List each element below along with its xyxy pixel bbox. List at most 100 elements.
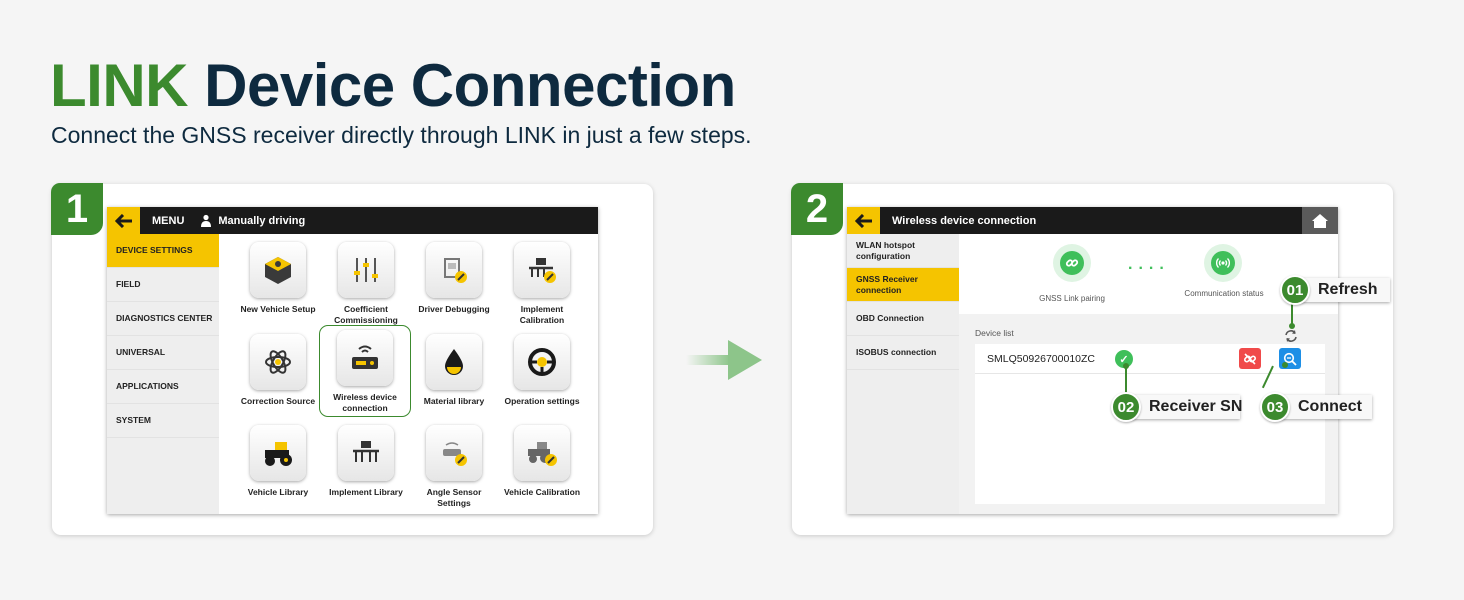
sidebar-item-field[interactable]: FIELD bbox=[107, 268, 219, 302]
leader-dot bbox=[1122, 363, 1129, 369]
tile-label: Vehicle Library bbox=[247, 487, 309, 497]
sidebar-item-wlan-hotspot[interactable]: WLAN hotspot configuration bbox=[847, 234, 959, 268]
tile-coefficient-commissioning[interactable]: Coefficient Commissioning bbox=[322, 237, 410, 327]
person-icon bbox=[201, 214, 212, 227]
screen-title: Wireless device connection bbox=[892, 214, 1037, 227]
check-icon: ✓ bbox=[1115, 350, 1133, 368]
tile-label: New Vehicle Setup bbox=[240, 304, 316, 314]
leader-line bbox=[1291, 299, 1293, 326]
tile-label: Material library bbox=[423, 396, 485, 406]
sidebar-item-applications[interactable]: APPLICATIONS bbox=[107, 370, 219, 404]
sidebar-item-diagnostics-center[interactable]: DIAGNOSTICS CENTER bbox=[107, 302, 219, 336]
callout-text: Refresh bbox=[1318, 281, 1378, 298]
tile-operation-settings[interactable]: Operation settings bbox=[498, 329, 586, 419]
implement-icon bbox=[338, 425, 394, 481]
connection-sidebar: WLAN hotspot configuration GNSS Receiver… bbox=[847, 234, 959, 514]
tile-vehicle-library[interactable]: Vehicle Library bbox=[234, 420, 322, 510]
driving-mode: Manually driving bbox=[200, 214, 305, 227]
sidebar-item-device-settings[interactable]: DEVICE SETTINGS bbox=[107, 234, 219, 268]
sidebar-item-isobus-connection[interactable]: ISOBUS connection bbox=[847, 336, 959, 370]
menu-screen: MENU Manually driving DEVICE SETTINGS FI… bbox=[107, 207, 598, 514]
router-icon bbox=[337, 330, 393, 386]
top-bar: MENU Manually driving bbox=[107, 207, 598, 234]
wireless-connection-screen: Wireless device connection WLAN hotspot … bbox=[847, 207, 1338, 514]
top-bar: Wireless device connection bbox=[847, 207, 1338, 234]
device-list: SMLQ50926700010ZC ✓ bbox=[975, 344, 1325, 504]
connection-main: GNSS Link pairing .... Communication sta… bbox=[959, 234, 1338, 514]
page-subtitle: Connect the GNSS receiver directly throu… bbox=[51, 122, 752, 148]
tile-wireless-device-connection[interactable]: Wireless device connection bbox=[319, 325, 411, 417]
gnss-link-status bbox=[1053, 244, 1091, 282]
tile-angle-sensor-settings[interactable]: Angle Sensor Settings bbox=[410, 420, 498, 510]
tile-label: Implement Calibration bbox=[519, 304, 565, 325]
leader-line bbox=[1125, 365, 1127, 395]
arrow-left-icon bbox=[114, 213, 132, 228]
tile-label: Correction Source bbox=[240, 396, 316, 406]
tile-vehicle-calibration[interactable]: Vehicle Calibration bbox=[498, 420, 586, 510]
tile-material-library[interactable]: Material library bbox=[410, 329, 498, 419]
settings-grid: New Vehicle Setup Coefficient Commission… bbox=[219, 234, 598, 514]
tractor-icon bbox=[250, 425, 306, 481]
callout-text: Connect bbox=[1298, 398, 1362, 415]
leader-dot bbox=[1282, 362, 1288, 368]
gnss-link-pairing-label: GNSS Link pairing bbox=[1039, 294, 1105, 303]
refresh-icon[interactable] bbox=[1284, 329, 1298, 343]
vehicle-calibration-icon bbox=[514, 425, 570, 481]
settings-sidebar: DEVICE SETTINGS FIELD DIAGNOSTICS CENTER… bbox=[107, 234, 219, 514]
tile-driver-debugging[interactable]: Driver Debugging bbox=[410, 237, 498, 327]
menu-label[interactable]: MENU bbox=[152, 214, 185, 227]
receiver-sn: SMLQ50926700010ZC bbox=[987, 353, 1095, 365]
tile-implement-calibration[interactable]: Implement Calibration bbox=[498, 237, 586, 327]
tile-label: Coefficient Commissioning bbox=[334, 304, 398, 325]
vehicle-setup-icon bbox=[250, 242, 306, 298]
steering-wheel-icon bbox=[514, 334, 570, 390]
callout-number: 01 bbox=[1280, 275, 1310, 305]
atom-icon bbox=[250, 334, 306, 390]
step-1-card: 1 MENU Manually driving DEVICE SETTINGS … bbox=[51, 183, 653, 535]
tile-label: Implement Library bbox=[329, 487, 403, 497]
callout-text: Receiver SN bbox=[1149, 398, 1243, 415]
link-icon bbox=[1065, 259, 1079, 267]
tile-label: Vehicle Calibration bbox=[503, 487, 581, 497]
communication-status bbox=[1204, 244, 1242, 282]
search-connect-icon bbox=[1283, 352, 1297, 366]
connection-status-area: GNSS Link pairing .... Communication sta… bbox=[959, 234, 1338, 314]
driving-mode-label: Manually driving bbox=[218, 214, 306, 227]
tile-label: Driver Debugging bbox=[418, 304, 490, 314]
callout-number: 03 bbox=[1260, 392, 1290, 422]
unlink-icon bbox=[1243, 352, 1257, 365]
sidebar-item-universal[interactable]: UNIVERSAL bbox=[107, 336, 219, 370]
sliders-icon bbox=[338, 242, 394, 298]
callout-number: 02 bbox=[1111, 392, 1141, 422]
tile-label: Angle Sensor Settings bbox=[426, 487, 482, 508]
title-rest: Device Connection bbox=[204, 52, 736, 119]
tile-new-vehicle-setup[interactable]: New Vehicle Setup bbox=[234, 237, 322, 327]
arrow-left-icon bbox=[854, 213, 872, 228]
step-badge: 2 bbox=[791, 183, 843, 235]
home-button[interactable] bbox=[1302, 207, 1338, 234]
device-row[interactable]: SMLQ50926700010ZC ✓ bbox=[975, 344, 1325, 374]
back-button[interactable] bbox=[107, 207, 140, 234]
leader-dot bbox=[1288, 323, 1295, 329]
driver-debug-icon bbox=[426, 242, 482, 298]
back-button[interactable] bbox=[847, 207, 880, 234]
drop-icon bbox=[426, 334, 482, 390]
sidebar-item-obd-connection[interactable]: OBD Connection bbox=[847, 302, 959, 336]
tile-label: Operation settings bbox=[504, 396, 580, 406]
home-icon bbox=[1312, 213, 1328, 228]
tile-implement-library[interactable]: Implement Library bbox=[322, 420, 410, 510]
tile-label: Wireless device connection bbox=[333, 392, 397, 413]
sidebar-item-system[interactable]: SYSTEM bbox=[107, 404, 219, 438]
sidebar-item-gnss-receiver[interactable]: GNSS Receiver connection bbox=[847, 268, 959, 302]
angle-sensor-icon bbox=[426, 425, 482, 481]
title-highlight: LINK bbox=[50, 52, 188, 119]
callout-refresh: 01 Refresh bbox=[1280, 275, 1390, 305]
unlink-button[interactable] bbox=[1239, 348, 1261, 369]
implement-calibration-icon bbox=[514, 242, 570, 298]
step-2-card: 2 Wireless device connection WLAN hotspo… bbox=[791, 183, 1393, 535]
signal-icon bbox=[1216, 258, 1230, 268]
tile-correction-source[interactable]: Correction Source bbox=[234, 329, 322, 419]
callout-connect: 03 Connect bbox=[1260, 392, 1372, 422]
communication-status-label: Communication status bbox=[1184, 289, 1264, 298]
device-list-label: Device list bbox=[975, 328, 1014, 338]
